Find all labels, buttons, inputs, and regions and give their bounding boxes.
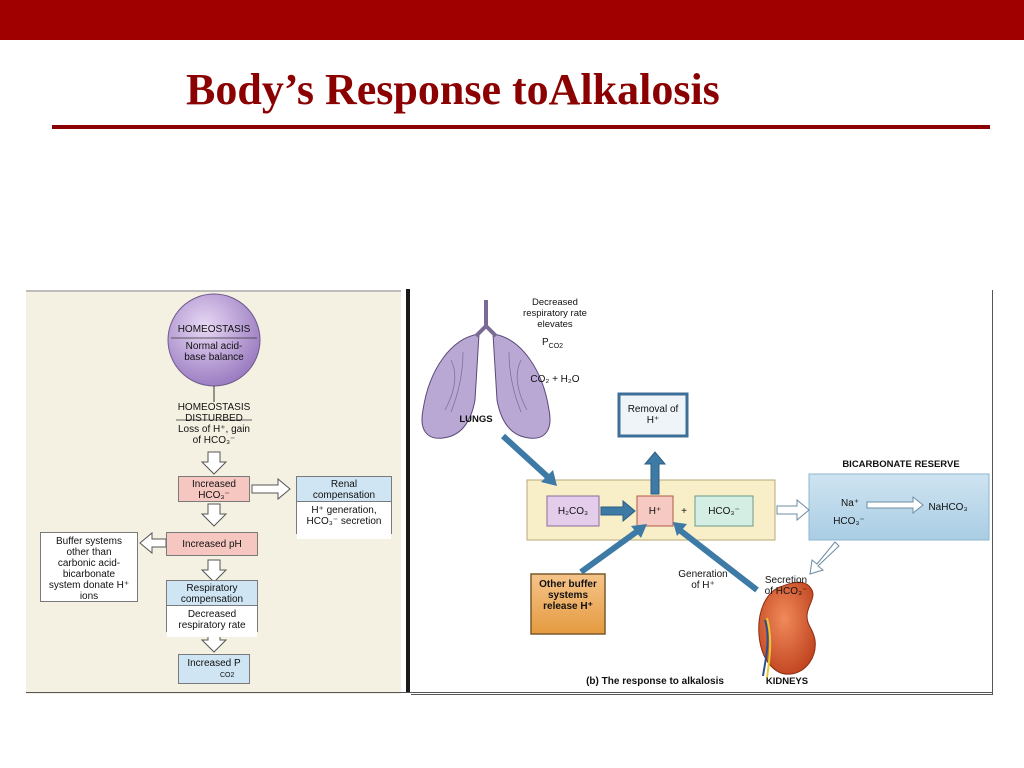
disturbed-title: HOMEOSTASIS DISTURBED [177,402,251,424]
arrow-h-to-removal [643,451,667,495]
plus-sign: + [681,506,687,517]
response-diagram-panel: Decreased respiratory rate elevates PCO2… [411,290,993,695]
respiratory-title: Respiratory compensation [167,581,257,606]
arrow-na-to-nahco3 [866,495,924,515]
ureter-yellow [766,617,772,679]
disturbed-body: Loss of H⁺, gain of HCO₃⁻ [178,424,250,446]
down-arrow-2 [200,503,228,527]
renal-title: Renal compensation [297,477,391,502]
pco2-label: PCO2 [542,337,563,350]
homeostasis-circle [167,293,261,387]
kidneys-label: KIDNEYS [765,676,809,687]
increased-ph-box: Increased pH [166,532,258,556]
hco3-box [694,495,754,527]
h-plus-label: H⁺ [648,506,662,517]
co2-h2o-label: CO₂ + H₂O [530,374,580,385]
lungs-label: LUNGS [459,414,493,425]
buffer-systems-box: Buffer systems other than carbonic acid-… [40,532,138,602]
generation-label: Generation of H⁺ [678,569,728,591]
na-plus-label: Na⁺ [840,498,860,509]
ureter-blue [762,619,769,677]
removal-box [617,392,689,438]
right-arrow-renal [251,477,291,501]
panel-bottom-line [26,692,992,693]
respiratory-body: Decreased respiratory rate [167,606,257,637]
flowchart-panel: HOMEOSTASIS Normal acid-base balance HOM… [26,290,401,694]
arrow-reserve-to-kidney [809,541,840,575]
nahco3-label: NaHCO₃ [928,502,968,513]
arrow-lungs-head [541,470,557,486]
slide-title: Body’s Response toAlkalosis [186,65,720,114]
increased-pco2-subscript: CO2 [220,672,235,679]
other-buffer-label: Other buffer systems release H⁺ [539,579,597,612]
pco2-sub: CO2 [548,343,564,350]
increased-hco3-box: Increased HCO₃⁻ [178,476,250,502]
down-arrow-3 [200,559,228,583]
top-accent-bar [0,0,1024,40]
response-diagram-art [421,300,990,679]
arrow-kidney-head [673,522,687,536]
h-plus-box [636,495,674,527]
reserve-hco3-label: HCO₃⁻ [833,516,865,527]
panel-separator [406,289,410,693]
h2co3-label: H₂CO₃ [557,506,589,517]
title-underline [52,125,990,129]
decreased-rate-label: Decreased respiratory rate elevates [523,297,587,330]
bicarbonate-reserve-label: BICARBONATE RESERVE [842,459,960,470]
caption: (b) The response to alkalosis [586,676,724,687]
arrow-kidney-to-h [675,525,759,593]
h2co3-box [546,495,600,527]
lungs-illustration [421,300,551,439]
other-buffer-box [530,573,606,635]
renal-compensation-box: Renal compensation H⁺ generation, HCO₃⁻ … [296,476,392,539]
arrow-hco3-to-reserve [776,498,810,522]
secretion-label: Secretion of HCO₃⁻ [764,575,808,597]
down-arrow-1 [200,451,228,475]
hco3-label: HCO₃⁻ [708,506,740,517]
homeostasis-body: Normal acid-base balance [184,341,244,363]
arrow-buffer-head [631,524,647,538]
left-arrow-buffer [139,531,167,555]
increased-pco2-box: Increased P [178,654,250,684]
removal-label: Removal of H⁺ [627,404,679,426]
arrow-h2co3-to-h [600,499,636,523]
homeostasis-title: HOMEOSTASIS [177,324,251,335]
kidney-illustration [758,581,816,675]
arrow-lungs-to-h2co3 [500,433,552,481]
respiratory-compensation-box: Respiratory compensation Decreased respi… [166,580,258,637]
arrow-buffer-to-h [579,527,641,575]
pco2-p: P [542,337,549,348]
increased-pco2-label: Increased P [187,658,241,669]
renal-body: H⁺ generation, HCO₃⁻ secretion [297,502,391,539]
